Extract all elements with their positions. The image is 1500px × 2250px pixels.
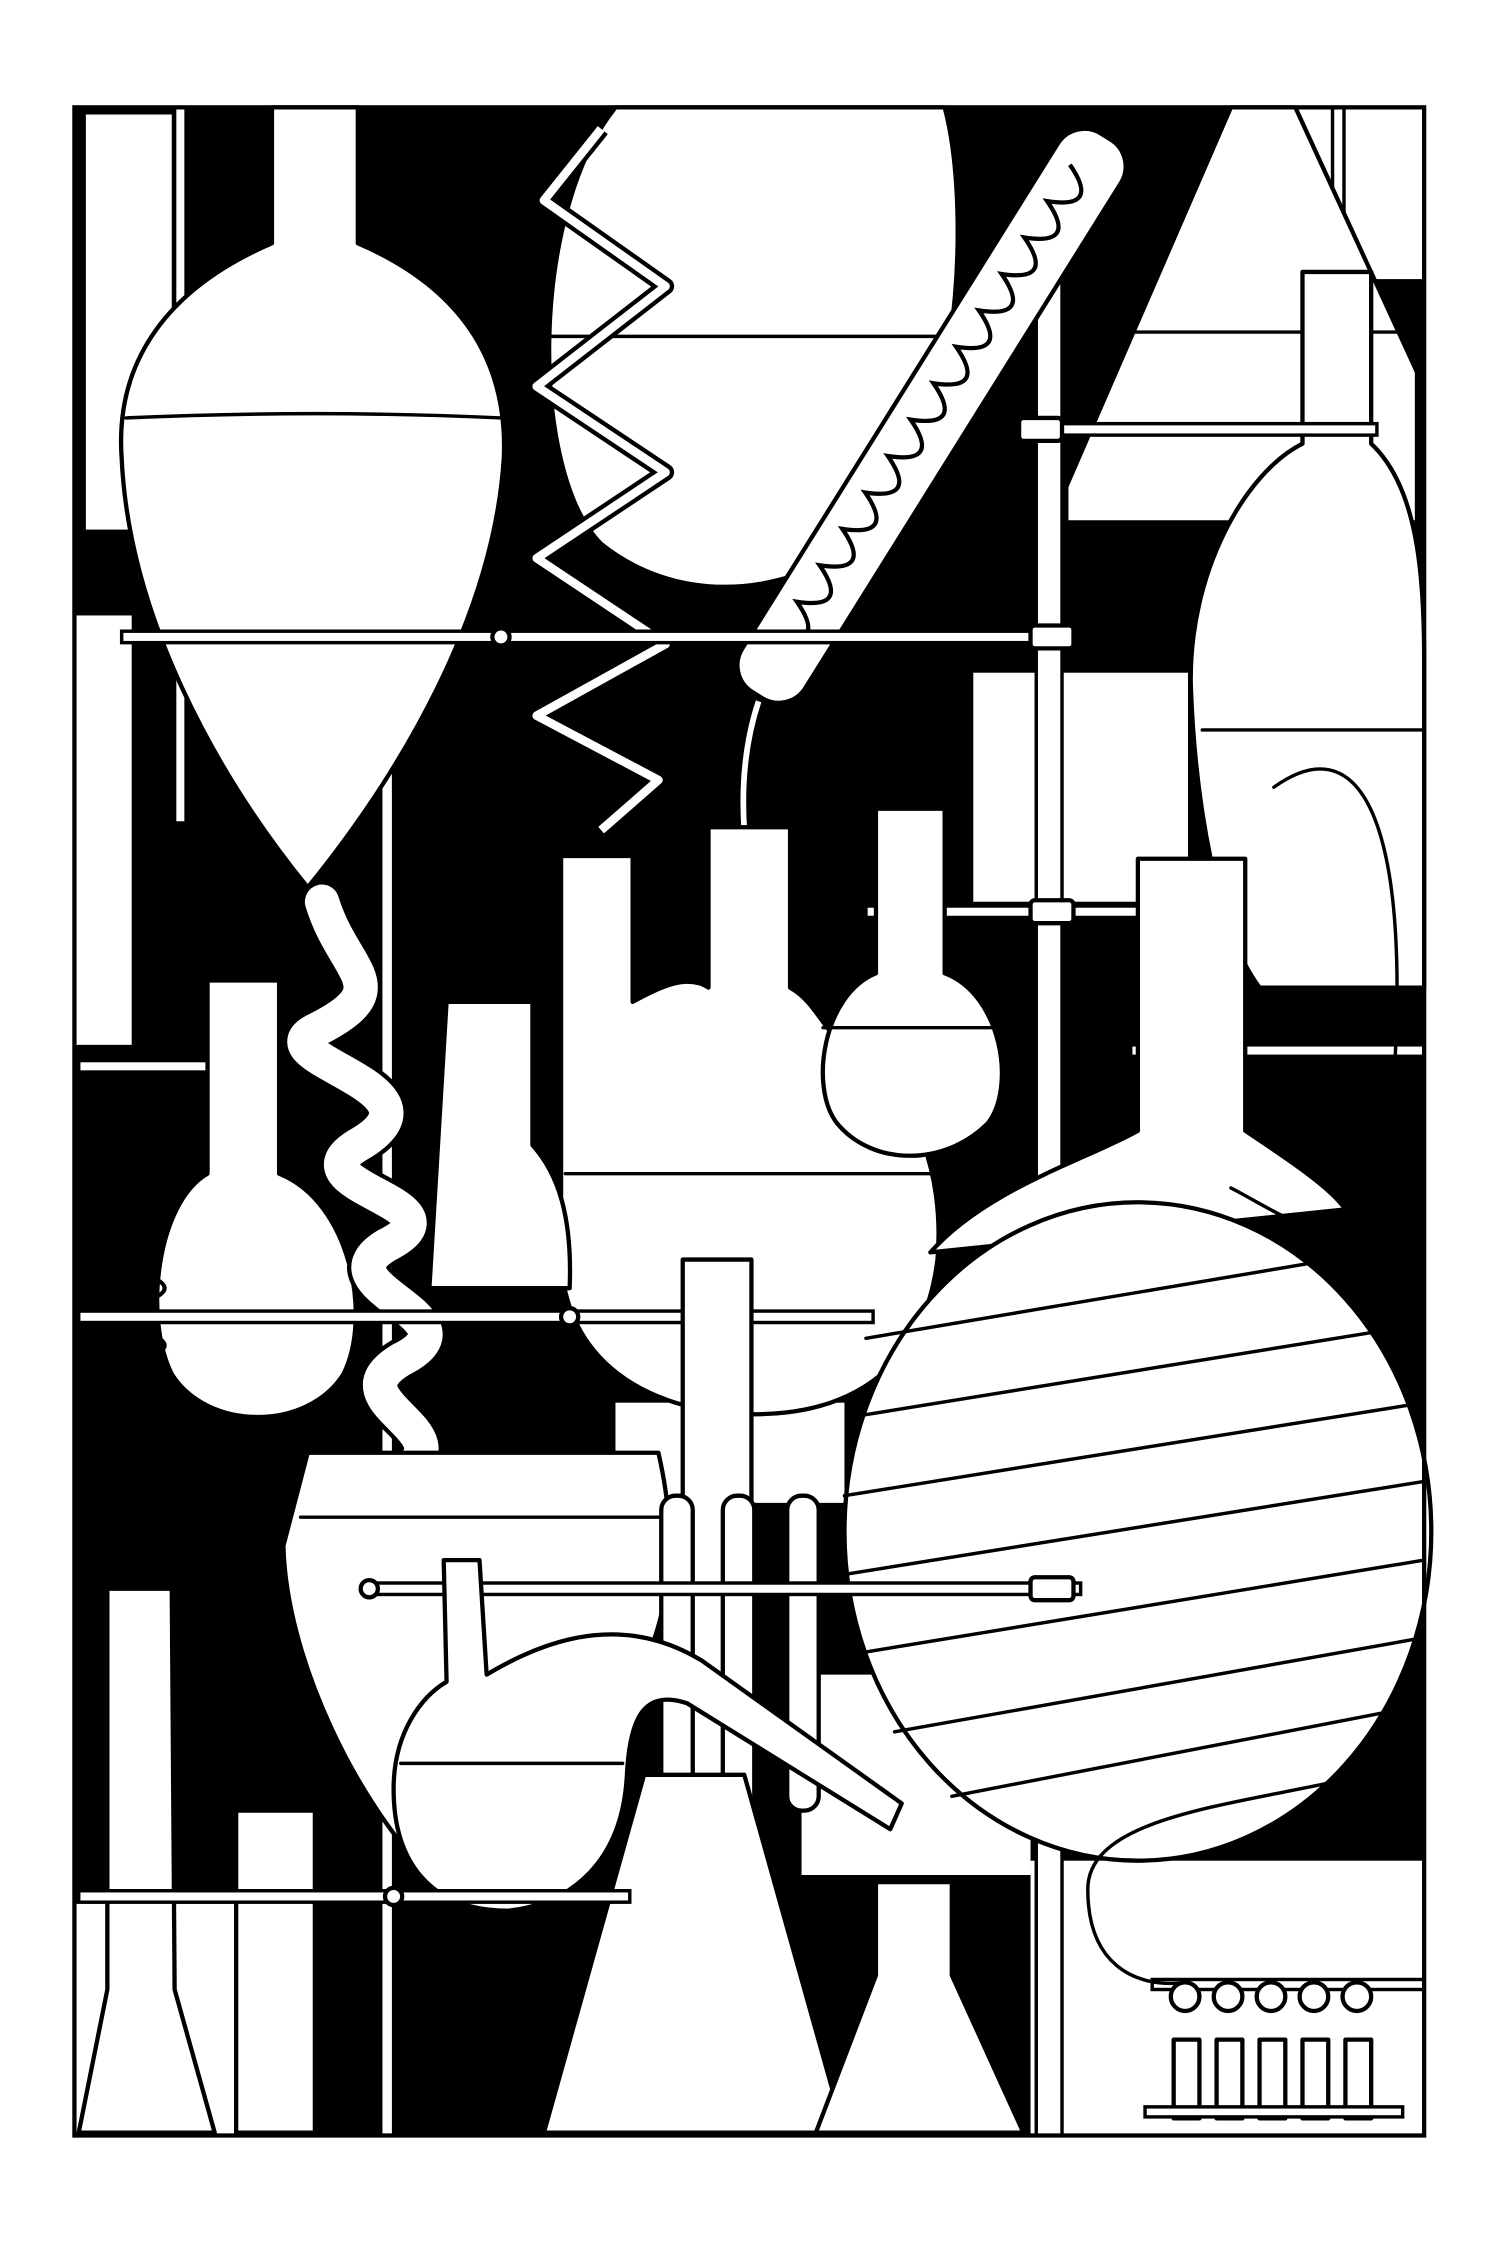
rod-middle [77, 1309, 875, 1325]
retort [391, 1557, 904, 1913]
condenser [735, 126, 1128, 705]
heating-coil-bands [842, 1243, 1426, 1798]
liquid-line [124, 411, 503, 420]
large-round-flask [842, 1200, 1434, 1863]
three-neck-flask [558, 825, 941, 1417]
round-flask-left [155, 978, 358, 1420]
spring-coil [119, 1087, 167, 1589]
erlenmeyer-bottom-right [813, 1880, 1026, 2135]
tall-bottle-left [76, 1586, 217, 2135]
test-tubes [659, 1493, 821, 1813]
bottle-middle [427, 999, 573, 1291]
frame-border [72, 105, 1427, 2138]
rod-bottom [77, 1889, 632, 1904]
funnel-handle [356, 139, 482, 208]
clamps [358, 415, 1076, 1908]
small-round-flask [820, 806, 1005, 1158]
tube-rack [1143, 1977, 1426, 2121]
beaker [234, 1808, 318, 2135]
tall-flask-right [928, 856, 1348, 1255]
tube-loop-right [1086, 767, 1419, 1986]
